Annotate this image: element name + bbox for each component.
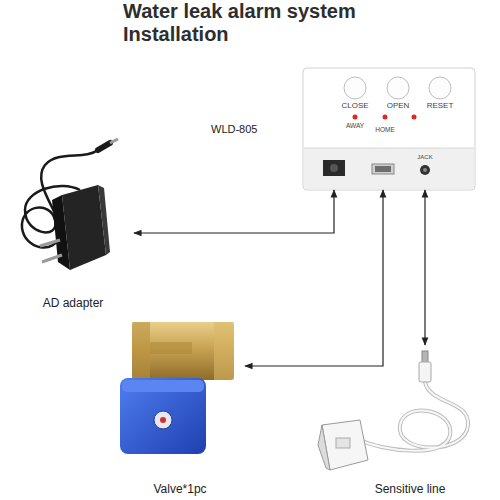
button-label: CLOSE [341, 101, 368, 110]
port-label: JACK [417, 154, 432, 160]
connector-arrow [424, 190, 425, 345]
sensor-picture [318, 351, 468, 470]
model-label: WLD-805 [211, 123, 257, 135]
controller-housing [303, 68, 475, 190]
part-caption: Sensitive line [327, 482, 493, 496]
adapter-node: AD adapter [12, 140, 134, 312]
connector-arrow [134, 190, 334, 233]
connector-arrow [245, 190, 383, 366]
led-label: HOME [375, 126, 395, 133]
valve-picture [120, 322, 234, 454]
button-label: RESET [427, 101, 454, 110]
led-label: AWAY [346, 122, 364, 129]
diagram-title: Water leak alarm system Installation [123, 0, 385, 46]
sensor-node: Sensitive line [327, 345, 493, 498]
part-caption: AD adapter [12, 296, 134, 310]
part-caption: Valve*1pc [115, 482, 245, 496]
adapter-picture [22, 139, 118, 270]
button-label: OPEN [387, 101, 410, 110]
valve-node: Valve*1pc [115, 316, 245, 498]
